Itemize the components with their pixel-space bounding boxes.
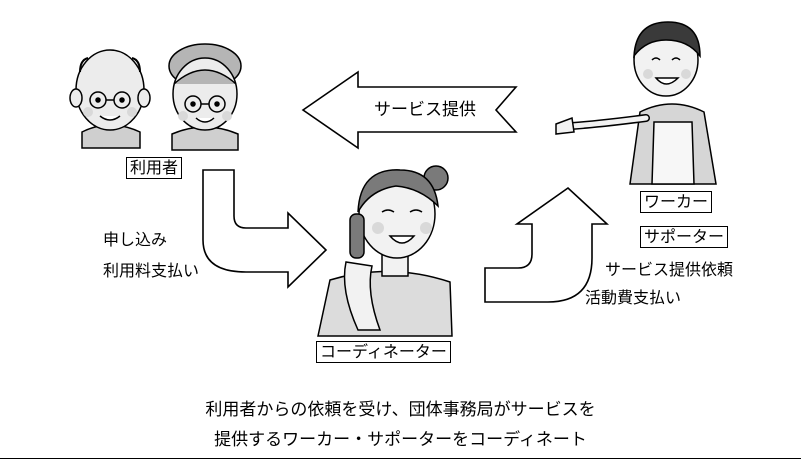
elderly-couple-illustration <box>69 43 242 151</box>
pay-activity-note: 活動費支払い <box>585 288 682 307</box>
supporter-label: サポーター <box>640 226 729 248</box>
worker-illustration <box>555 21 717 185</box>
caption-line-2: 提供するワーカー・サポーターをコーディネート <box>214 430 587 450</box>
coordinator-label: コーディネーター <box>316 341 451 363</box>
pay-fee-note: 利用料支払い <box>103 261 200 280</box>
caption-line-1: 利用者からの依頼を受け、団体事務局がサービスを <box>205 400 596 420</box>
apply-note: 申し込み <box>103 230 168 249</box>
coordinator-illustration <box>317 165 453 337</box>
user-to-coordinator-arrow <box>202 169 328 289</box>
worker-label: ワーカー <box>640 191 713 213</box>
request-service-note: サービス提供依頼 <box>605 260 734 279</box>
coordinator-to-worker-arrow <box>484 186 610 303</box>
service-arrow-label: サービス提供 <box>374 100 476 120</box>
user-label: 利用者 <box>126 157 183 179</box>
bottom-divider <box>0 458 801 459</box>
service-arrow <box>301 70 518 150</box>
